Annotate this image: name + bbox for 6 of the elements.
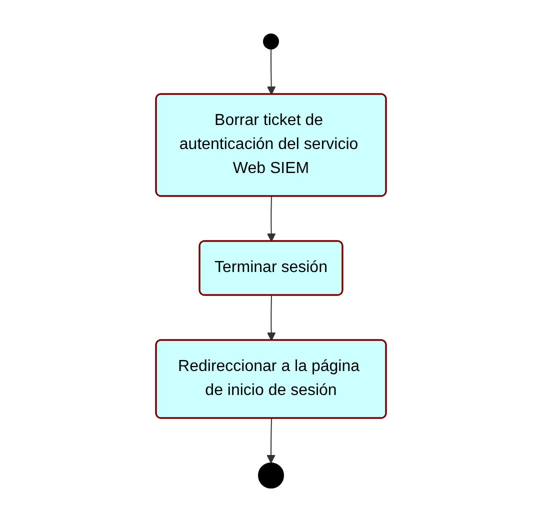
arrow	[266, 48, 276, 95]
node-circle	[263, 34, 279, 50]
node-bullseye	[258, 462, 284, 488]
arrow	[266, 295, 276, 341]
arrow	[266, 418, 276, 464]
arrow	[266, 196, 276, 242]
